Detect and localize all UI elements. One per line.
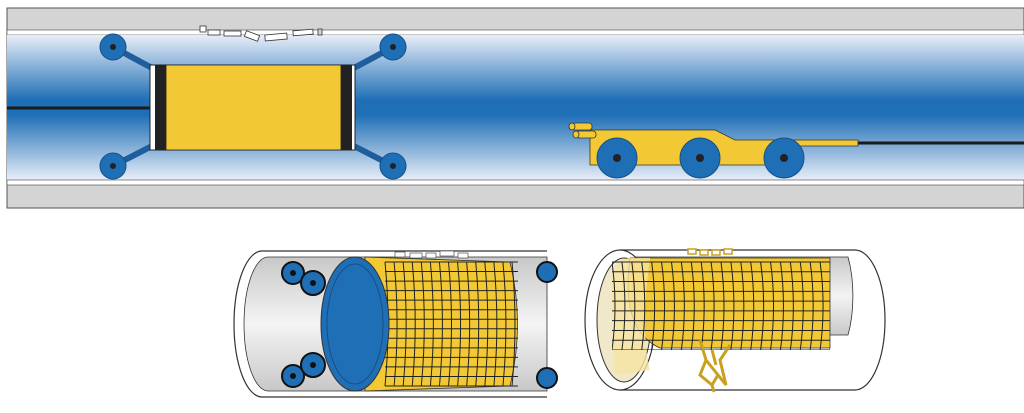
grid-line-vertical bbox=[770, 261, 775, 350]
grid-line-vertical bbox=[641, 261, 646, 350]
grid-line-vertical bbox=[720, 261, 725, 350]
grid-line-vertical bbox=[631, 261, 636, 350]
grid-line-vertical bbox=[799, 261, 804, 350]
grid-line-vertical bbox=[420, 261, 425, 387]
grid-line-vertical bbox=[448, 261, 452, 387]
grid-line-vertical bbox=[690, 261, 695, 350]
grid-line-vertical bbox=[730, 261, 735, 350]
grid-line-vertical bbox=[475, 261, 480, 387]
grid-line-vertical bbox=[819, 261, 824, 350]
grid-line-vertical bbox=[411, 261, 416, 387]
liner-grid bbox=[384, 261, 518, 387]
installed-liner-3d-view bbox=[584, 248, 886, 393]
grid-line-vertical bbox=[457, 261, 462, 387]
grid-line-vertical bbox=[493, 261, 498, 387]
grid-line-vertical bbox=[779, 261, 784, 350]
grid-line-vertical bbox=[750, 261, 755, 350]
grid-line-vertical bbox=[621, 261, 626, 350]
grid-line-vertical bbox=[484, 261, 489, 387]
hanging-debris bbox=[698, 339, 732, 393]
grid-line-vertical bbox=[760, 261, 765, 350]
inspection-robot bbox=[568, 122, 1024, 179]
packer-wheels-3d bbox=[281, 261, 558, 389]
robot-wheels bbox=[596, 137, 805, 179]
liner-grid bbox=[612, 261, 830, 350]
liner-on-packer bbox=[165, 64, 342, 151]
packer-end-blue bbox=[320, 256, 390, 392]
packer-3d-view bbox=[233, 250, 558, 398]
packer-wheels bbox=[99, 33, 407, 180]
grid-line-vertical bbox=[502, 261, 507, 387]
grid-line-vertical bbox=[710, 261, 715, 350]
pipe-cross-section bbox=[6, 7, 1024, 209]
grid-line-vertical bbox=[789, 261, 794, 350]
grid-line-vertical bbox=[661, 261, 666, 350]
crack-fragments-right bbox=[687, 248, 733, 256]
grid-line-vertical bbox=[438, 261, 443, 387]
crack-fragments-left bbox=[394, 250, 469, 259]
grid-line-vertical bbox=[670, 261, 675, 350]
grid-line-vertical bbox=[680, 261, 685, 350]
cracked-pipe-fragments bbox=[199, 25, 323, 42]
packer bbox=[99, 33, 407, 180]
grid-line-vertical bbox=[429, 261, 434, 387]
grid-line-vertical bbox=[402, 261, 407, 387]
grid-line-vertical bbox=[651, 261, 656, 350]
grid-line-vertical bbox=[393, 261, 398, 387]
grid-line-vertical bbox=[511, 261, 516, 387]
grid-line-vertical bbox=[700, 261, 705, 350]
grid-line-vertical bbox=[809, 261, 814, 350]
grid-line-vertical bbox=[612, 261, 616, 350]
grid-line-vertical bbox=[740, 261, 745, 350]
grid-line-vertical bbox=[466, 261, 471, 387]
